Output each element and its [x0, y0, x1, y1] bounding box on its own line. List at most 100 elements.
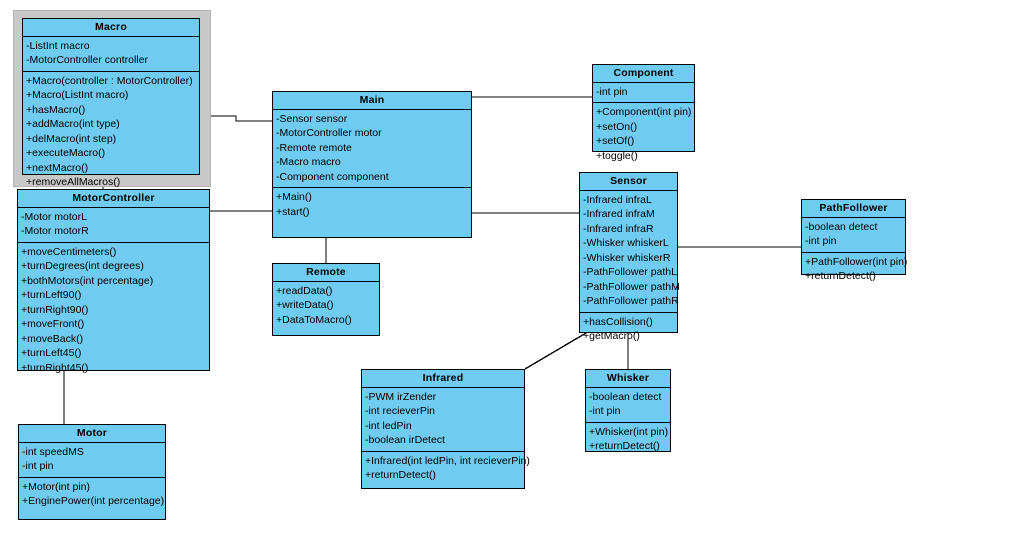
attribute-row: -Motor motorL [21, 210, 87, 223]
attributes-compartment-component: -int pin [593, 83, 694, 103]
attribute-row: -int pin [596, 85, 628, 98]
attribute-row: -Whisker whiskerR [583, 251, 671, 264]
class-name-pathfollower: PathFollower [802, 200, 905, 218]
connector-macro-main [200, 115, 272, 122]
method-label: +delMacro(int step) [26, 132, 117, 145]
methods-compartment-macro: +Macro(controller : MotorController) +Mac… [23, 72, 199, 193]
attribute-row: -Macro macro [276, 156, 341, 168]
attribute-row: -PathFollower pathR [583, 295, 679, 307]
attribute-row: -int ledPin [365, 419, 412, 432]
method-row: +turnLeft90() [21, 288, 206, 303]
method-row: +Main() [276, 190, 468, 205]
method-label: +EnginePower(int percentage) [22, 495, 165, 507]
methods-compartment-motor: +Motor(int pin)+EnginePower(int percenta… [19, 478, 165, 512]
method-label: +Whisker(int pin) [589, 425, 669, 438]
method-label: +Infrared(int ledPin, int recieverPin) [365, 454, 530, 467]
attribute-row: -PathFollower pathM [583, 280, 680, 293]
method-label: +moveCentimeters() [21, 245, 117, 258]
method-label: +returnDetect() [589, 440, 660, 452]
methods-compartment-motorcontroller: +moveCentimeters() +turnDegrees(int degre… [18, 243, 209, 379]
attribute-row: -boolean detect [805, 220, 878, 233]
method-row: +returnDetect() [365, 468, 521, 483]
method-row: +writeData() [276, 298, 376, 313]
class-box-infrared[interactable]: Infrared-PWM irZender-int recieverPin-in… [361, 369, 530, 489]
attribute-row: -int pin [22, 460, 54, 472]
method-label: +setOf() [596, 135, 635, 147]
method-row: +Component(int pin) [596, 105, 691, 120]
class-box-macro[interactable]: Macro -ListInt macro -MotorController cont… [22, 18, 200, 188]
method-row: +hasCollision() [583, 315, 674, 330]
method-row: +moveBack() [21, 332, 206, 347]
attribute-row: -Infrared infraM [583, 208, 655, 220]
attributes-compartment-infrared: -PWM irZender -int recieverPin -int ledPin… [362, 388, 524, 452]
method-label: +addMacro(int type) [26, 118, 120, 130]
class-name-main: Main [273, 92, 471, 110]
attribute-row: -int speedMS [22, 445, 84, 458]
attributes-compartment-motor: -int speedMS -int pin [19, 443, 165, 478]
attribute-row: -boolean irDetect [365, 434, 445, 446]
attribute-row: -Component component [276, 170, 389, 183]
method-row: +turnLeft45() [21, 346, 206, 361]
method-label: +Macro(controller : MotorController) [26, 74, 193, 87]
method-label: +moveBack() [21, 332, 84, 345]
attribute-row: -Whisker whiskerL [583, 237, 669, 249]
method-row: +readData() [276, 284, 376, 299]
attributes-compartment-main: -Sensor sensor-MotorController motor-Rem… [273, 110, 471, 188]
attributes-compartment-macro: -ListInt macro -MotorController controlle… [23, 37, 199, 72]
class-name-motorcontroller: MotorController [18, 190, 209, 208]
methods-compartment-component: +Component(int pin) +setOn() +setOf() +togg… [593, 103, 694, 166]
attribute-row: -Infrared infraL [583, 193, 652, 206]
method-label: +executeMacro() [26, 147, 106, 159]
method-label: +Macro(ListInt macro) [26, 89, 129, 101]
attributes-compartment-whisker: -boolean detect-int pin [586, 388, 670, 423]
method-label: +setOn() [596, 120, 638, 133]
method-row: +returnDetect() [805, 269, 902, 284]
method-label: +bothMotors(int percentage) [21, 274, 154, 287]
class-box-pathfollower[interactable]: PathFollower-boolean detect-int pin+Path… [801, 199, 907, 282]
method-label: +turnDegrees(int degrees) [21, 260, 144, 272]
method-row: +Macro(controller : MotorController) [26, 74, 196, 89]
method-label: +turnLeft45() [21, 347, 82, 359]
class-box-motor[interactable]: Motor -int speedMS -int pin +Motor(int pin)… [18, 424, 166, 520]
attribute-row: -Sensor sensor [276, 112, 348, 125]
class-name-motor: Motor [19, 425, 165, 443]
class-box-whisker[interactable]: Whisker-boolean detect-int pin+Whisker(i… [585, 369, 671, 452]
method-row: +Whisker(int pin) [589, 425, 669, 440]
attribute-row: -boolean detect [589, 390, 662, 403]
method-row: +executeMacro() [26, 146, 196, 161]
attribute-row: -int recieverPin [365, 405, 436, 417]
method-label: +turnRight45() [21, 361, 89, 374]
class-name-sensor: Sensor [580, 173, 677, 191]
method-row: +addMacro(int type) [26, 117, 196, 132]
method-label: +returnDetect() [365, 469, 436, 481]
method-row: +turnRight90() [21, 303, 206, 318]
methods-compartment-infrared: +Infrared(int ledPin, int recieverPin) +r… [362, 452, 530, 486]
method-row: +turnRight45() [21, 361, 206, 376]
class-name-component: Component [593, 65, 694, 83]
attribute-row: -Motor motorR [21, 225, 89, 237]
attribute-row: -MotorController controller [26, 54, 148, 66]
method-row: +nextMacro() [26, 161, 196, 176]
method-row: +moveCentimeters() [21, 245, 206, 260]
class-name-macro: Macro [23, 19, 199, 37]
method-label: +toggle() [596, 149, 638, 162]
class-box-component[interactable]: Component -int pin +Component(int pin) +set… [592, 64, 695, 162]
method-row: +setOn() [596, 120, 691, 135]
class-box-main[interactable]: Main -Sensor sensor -MotorController motor… [272, 91, 472, 238]
class-name-remote: Remote [273, 264, 379, 282]
method-label: +hasMacro() [26, 103, 86, 116]
attribute-row: -ListInt macro [26, 39, 90, 52]
method-row: +toggle() [596, 149, 691, 164]
method-row: +start() [276, 205, 468, 220]
class-box-sensor[interactable]: Sensor-Infrared infraL-Infrared infraM-I… [579, 172, 680, 342]
method-row: +Macro(ListInt macro) [26, 88, 196, 103]
method-label: +moveFront() [21, 318, 85, 330]
class-box-motorcontroller[interactable]: MotorController -Motor motorL -Motor motor… [17, 189, 210, 374]
method-label: +Component(int pin) [596, 106, 692, 118]
method-row: +Motor(int pin) [22, 480, 162, 495]
class-box-remote[interactable]: Remote+readData()+writeData()+DataToMacr… [272, 263, 380, 336]
attribute-row: -MotorController motor [276, 127, 382, 139]
attribute-row: -PWM irZender [365, 390, 437, 403]
method-label: +readData() [276, 284, 333, 297]
